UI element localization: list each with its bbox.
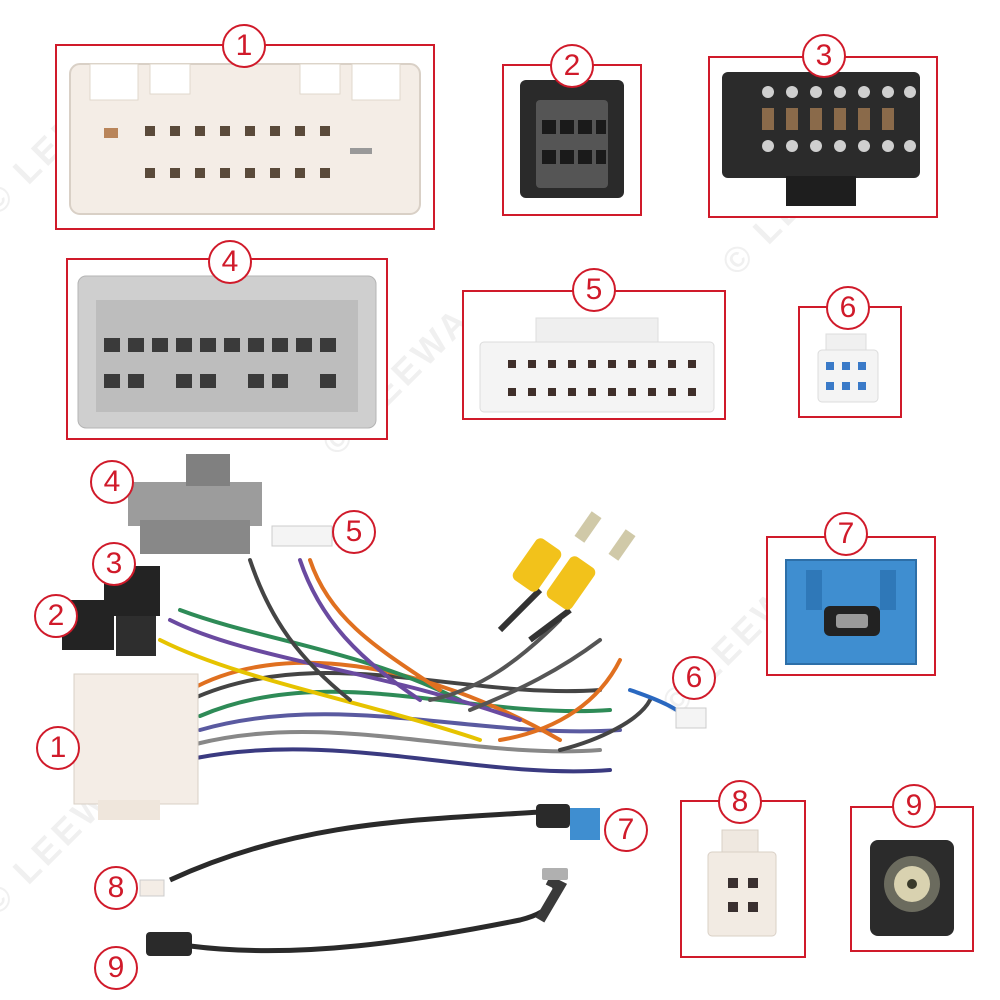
connector-7-image	[785, 559, 917, 665]
connector-8-image	[707, 829, 777, 937]
connector-5-badge: 5	[572, 268, 616, 312]
connector-1-image	[69, 63, 421, 215]
connector-7-badge: 7	[824, 512, 868, 556]
connector-2-badge: 2	[550, 44, 594, 88]
connector-4-badge: 4	[208, 240, 252, 284]
connector-1-badge: 1	[222, 24, 266, 68]
harness-label-9: 9	[94, 946, 138, 990]
connector-3-badge: 3	[802, 34, 846, 78]
harness-label-5: 5	[332, 510, 376, 554]
harness-label-1: 1	[36, 726, 80, 770]
connector-2-image	[520, 80, 624, 198]
harness-assembly	[62, 454, 707, 956]
harness-label-6: 6	[672, 656, 716, 700]
connector-9-image	[870, 840, 954, 936]
harness-label-2: 2	[34, 594, 78, 638]
connector-6-image	[817, 333, 879, 403]
harness-label-8: 8	[94, 866, 138, 910]
connector-4-image	[77, 275, 377, 429]
connector-8-badge: 8	[718, 780, 762, 824]
harness-label-3: 3	[92, 542, 136, 586]
harness-label-7: 7	[604, 808, 648, 852]
connector-6-badge: 6	[826, 286, 870, 330]
connector-5-image	[479, 317, 715, 413]
connector-3-image	[722, 72, 920, 206]
connector-9-badge: 9	[892, 784, 936, 828]
harness-label-4: 4	[90, 460, 134, 504]
